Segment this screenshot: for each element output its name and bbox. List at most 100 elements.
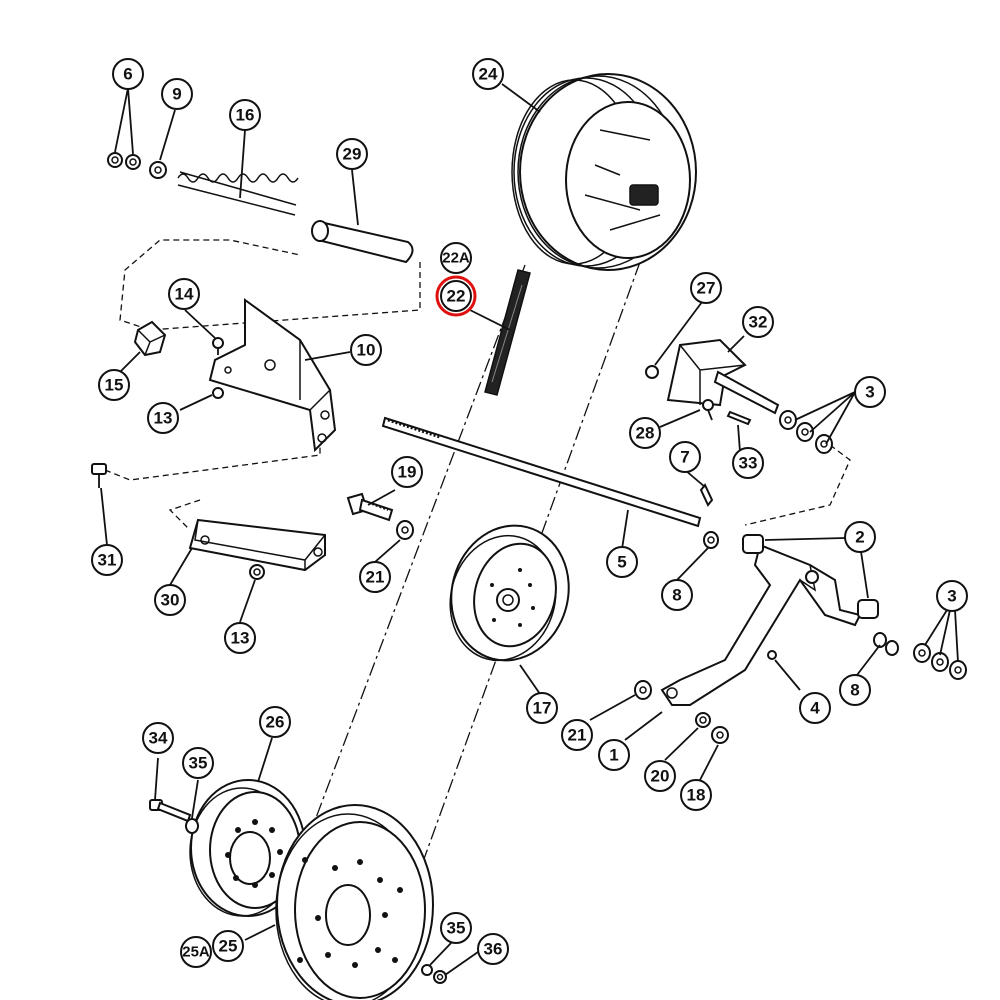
bushing-2b bbox=[857, 599, 879, 619]
callout-8b: 8 bbox=[839, 674, 871, 706]
svg-text:2: 2 bbox=[855, 528, 864, 547]
svg-text:3: 3 bbox=[947, 587, 956, 606]
nut-20 bbox=[695, 712, 711, 728]
spacer-tube bbox=[311, 220, 414, 264]
washer-3d bbox=[913, 643, 931, 663]
washer-9 bbox=[149, 161, 167, 179]
assembly-line-bracket bbox=[119, 239, 421, 331]
mounting-bracket bbox=[208, 298, 337, 453]
callout-8a: 8 bbox=[661, 579, 693, 611]
svg-text:33: 33 bbox=[739, 454, 758, 473]
assembly-line-right bbox=[744, 444, 851, 526]
svg-text:7: 7 bbox=[680, 448, 689, 467]
assembly-line-lower-bracket bbox=[168, 499, 201, 531]
callout-21b: 21 bbox=[561, 719, 593, 751]
nut-13a bbox=[212, 387, 224, 399]
svg-text:29: 29 bbox=[343, 145, 362, 164]
washer-8b bbox=[873, 632, 887, 648]
callout-25a: 25A bbox=[180, 936, 212, 968]
cotter-pin-33 bbox=[726, 410, 752, 426]
svg-text:35: 35 bbox=[447, 919, 466, 938]
callout-14: 14 bbox=[168, 278, 200, 310]
svg-text:31: 31 bbox=[98, 551, 117, 570]
callout-16: 16 bbox=[229, 99, 261, 131]
washer-3a bbox=[779, 410, 797, 430]
svg-text:13: 13 bbox=[231, 629, 250, 648]
svg-text:14: 14 bbox=[175, 285, 194, 304]
svg-text:10: 10 bbox=[357, 341, 376, 360]
svg-text:32: 32 bbox=[749, 313, 768, 332]
svg-text:25A: 25A bbox=[182, 944, 210, 961]
svg-text:28: 28 bbox=[636, 424, 655, 443]
callout-21a: 21 bbox=[359, 561, 391, 593]
svg-text:8: 8 bbox=[672, 586, 681, 605]
washer-21b bbox=[634, 680, 652, 700]
hex-nut-6b bbox=[125, 154, 141, 170]
callout-20: 20 bbox=[644, 760, 676, 792]
svg-text:4: 4 bbox=[810, 699, 820, 718]
large-sheave-pulley bbox=[511, 73, 697, 271]
nut-13b bbox=[249, 564, 265, 580]
callout-1: 1 bbox=[598, 739, 630, 771]
callout-26: 26 bbox=[259, 706, 291, 738]
callout-15: 15 bbox=[98, 369, 130, 401]
callout-24: 24 bbox=[472, 58, 504, 90]
svg-text:21: 21 bbox=[366, 568, 385, 587]
svg-text:24: 24 bbox=[479, 65, 498, 84]
callout-36: 36 bbox=[477, 933, 509, 965]
screw-28 bbox=[702, 399, 714, 421]
svg-text:35: 35 bbox=[189, 754, 208, 773]
svg-text:1: 1 bbox=[609, 746, 618, 765]
washer-3b bbox=[796, 422, 814, 442]
callout-34: 34 bbox=[142, 722, 174, 754]
svg-text:22A: 22A bbox=[442, 250, 470, 267]
cotter-pin-7 bbox=[699, 483, 714, 507]
nut-36 bbox=[433, 970, 447, 984]
svg-text:3: 3 bbox=[865, 383, 874, 402]
callout-9: 9 bbox=[161, 78, 193, 110]
washer-8a bbox=[703, 531, 719, 549]
callout-13a: 13 bbox=[147, 402, 179, 434]
callout-31: 31 bbox=[91, 544, 123, 576]
hex-nut-6a bbox=[107, 152, 123, 168]
screw-14 bbox=[212, 337, 224, 355]
belt-line-right bbox=[419, 261, 641, 871]
nut-35b bbox=[421, 964, 433, 976]
large-drive-pulley bbox=[275, 804, 434, 1000]
leader-lines bbox=[100, 83, 959, 976]
callout-35b: 35 bbox=[440, 912, 472, 944]
idler-pulley bbox=[449, 524, 570, 662]
callout-4: 4 bbox=[799, 692, 831, 724]
svg-text:18: 18 bbox=[687, 786, 706, 805]
svg-text:20: 20 bbox=[651, 767, 670, 786]
callout-29: 29 bbox=[336, 138, 368, 170]
svg-text:25: 25 bbox=[219, 937, 238, 956]
callout-7: 7 bbox=[669, 441, 701, 473]
callout-17: 17 bbox=[526, 692, 558, 724]
callout-25: 25 bbox=[212, 930, 244, 962]
belt-line-left bbox=[299, 264, 526, 861]
callout-33: 33 bbox=[732, 447, 764, 479]
washer-3e bbox=[931, 652, 949, 672]
assembly-line-left bbox=[104, 430, 321, 481]
callout-2: 2 bbox=[844, 521, 876, 553]
svg-text:30: 30 bbox=[161, 591, 180, 610]
idler-arm bbox=[660, 543, 862, 706]
callout-10: 10 bbox=[350, 334, 382, 366]
bushing-2a bbox=[742, 534, 764, 554]
svg-text:34: 34 bbox=[149, 729, 168, 748]
svg-text:16: 16 bbox=[236, 106, 255, 125]
callout-22a: 22A bbox=[440, 242, 472, 274]
svg-text:17: 17 bbox=[533, 699, 552, 718]
idler-bracket bbox=[645, 338, 780, 415]
callout-13b: 13 bbox=[224, 622, 256, 654]
svg-text:15: 15 bbox=[105, 376, 124, 395]
splined-shaft bbox=[484, 269, 531, 396]
svg-text:22: 22 bbox=[447, 287, 466, 306]
callout-28: 28 bbox=[629, 417, 661, 449]
washer-21a bbox=[396, 520, 414, 540]
svg-text:13: 13 bbox=[154, 409, 173, 428]
callout-32: 32 bbox=[742, 306, 774, 338]
callout-18: 18 bbox=[680, 779, 712, 811]
